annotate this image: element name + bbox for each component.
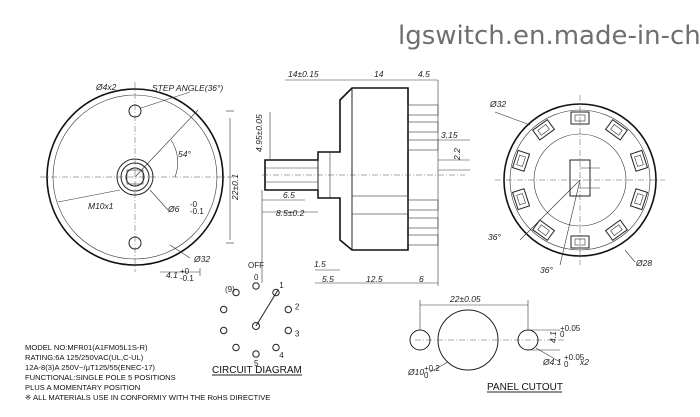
side-dim-j: 5.5 [322, 274, 334, 284]
panel-width-label: 22±0.05 [449, 294, 481, 304]
rear-dia-label: Ø32 [489, 99, 506, 109]
panel-center-tol-top: +0.2 [424, 364, 440, 373]
shaft-dia-label: Ø6 [167, 204, 180, 214]
side-dim-g: 6.5 [283, 190, 295, 200]
rear-terminal [511, 188, 531, 211]
spec-line: MODEL NO:MFR01(A1FM05L1S-R) [25, 343, 148, 352]
mount-holes-label: Ø4x2 [95, 82, 117, 92]
circuit-pin-label: 1 [279, 281, 284, 290]
rear-inner-dia-label: Ø28 [635, 258, 652, 268]
angle-label: 54° [178, 149, 191, 159]
offset-tol-top: +0 [180, 267, 190, 276]
spec-line: 12A-8(3)A 250V~/μT125/55(ENEC-17) [25, 363, 155, 372]
circuit-pin-label: 3 [295, 329, 300, 338]
thread-label: M10x1 [88, 201, 114, 211]
rear-terminal [604, 219, 628, 242]
panel-slot-label: 4.1 [548, 331, 558, 343]
panel-title: PANEL CUTOUT [487, 382, 563, 393]
front-shaft-outer [116, 158, 154, 196]
offset-label: 4.1 [166, 270, 178, 280]
circuit-pin [272, 343, 280, 352]
side-dim-a: 14±0.15 [288, 69, 319, 79]
front-view: Ø4x2 STEP ANGLE(36°) 54° M10x1 Ø6 -0 -0.… [40, 82, 240, 283]
panel-center-dia: Ø10 [407, 367, 424, 377]
side-view: 14±0.15 14 4.5 4.95±0.05 3.15 2.2 6.5 8.… [254, 69, 470, 286]
circuit-common-pin [252, 322, 260, 330]
side-dim-e: 3.15 [441, 130, 458, 140]
circuit-pin [220, 305, 228, 314]
side-dim-l: 6 [419, 274, 424, 284]
spec-line: FUNCTIONAL:SINGLE POLE 5 POSITIONS [25, 373, 176, 382]
shaft-tol-bottom: -0.1 [190, 207, 204, 216]
rear-terminal [629, 188, 649, 211]
watermark-text: lgswitch.en.made-in-china.com [398, 21, 700, 51]
side-dim-b: 14 [374, 69, 384, 79]
panel-cutout: 22±0.05 4.1 +0.05 0 Ø4.1 +0.05 0 x2 Ø10 … [407, 294, 589, 393]
step-angle-label: STEP ANGLE(36°) [152, 83, 223, 93]
rear-terminal [629, 149, 649, 172]
rear-terminal [570, 111, 590, 125]
spec-block: MODEL NO:MFR01(A1FM05L1S-R) RATING:6A 12… [25, 343, 270, 402]
circuit-pin [252, 282, 260, 290]
circuit-off-label: OFF [248, 261, 264, 270]
rear-angle-1: 36° [488, 232, 501, 242]
circuit-pin [232, 343, 240, 352]
rear-center-slot [569, 159, 591, 197]
side-dim-h: 8.5±0.2 [276, 208, 305, 218]
rear-terminal [532, 219, 556, 242]
circuit-pin [220, 326, 228, 335]
front-dia-label: Ø32 [193, 254, 210, 264]
spec-line: PLUS A MOMENTARY POSITION [25, 383, 140, 392]
circuit-pin [252, 350, 260, 358]
spec-line: RATING:6A 125/250VAC(UL,C-UL) [25, 353, 144, 362]
front-height-label: 22±0.1 [230, 174, 240, 201]
circuit-wiper [255, 289, 279, 327]
rear-terminal [511, 149, 531, 172]
panel-slot-tol-bottom: 0 [560, 330, 565, 339]
shaft-tol-top: -0 [190, 200, 198, 209]
side-dim-i: 1.5 [314, 259, 326, 269]
front-outer-circle [46, 88, 224, 266]
rear-terminal [604, 118, 628, 141]
mount-hole-top [128, 104, 142, 118]
rear-terminals [511, 111, 649, 249]
rear-angle-2: 36° [540, 265, 553, 275]
panel-hole-tol-bottom: 0 [564, 360, 569, 369]
panel-hole-dia: Ø4.1 [542, 357, 562, 367]
front-shaft-inner [125, 167, 145, 187]
rear-view: Ø32 36° 36° Ø28 [488, 95, 665, 275]
mount-hole-bottom [128, 236, 142, 250]
circuit-pin [284, 326, 292, 335]
side-dim-c: 4.5 [418, 69, 430, 79]
offset-tol-bottom: -0.1 [180, 274, 194, 283]
circuit-extra-label: (9) [225, 285, 235, 294]
panel-slot-tol-top: +0.05 [560, 324, 581, 333]
circuit-pin-label: 4 [279, 351, 284, 360]
panel-hole-count: x2 [579, 357, 589, 367]
spec-line: ※ ALL MATERIALS USE IN CONFORMIY WITH TH… [25, 393, 270, 402]
circuit-pin-label: 2 [295, 303, 300, 312]
circuit-pin-label: 0 [254, 273, 259, 282]
side-dim-f: 2.2 [452, 148, 462, 161]
side-body-outline [264, 87, 409, 251]
side-dim-k: 12.5 [366, 274, 383, 284]
panel-center-hole [437, 309, 499, 371]
rear-terminal [570, 235, 590, 249]
circuit-pin [284, 305, 292, 314]
circuit-pin [232, 288, 240, 297]
panel-hole-tol-top: +0.05 [564, 353, 585, 362]
side-dim-d: 4.95±0.05 [254, 114, 264, 152]
rear-terminal [532, 118, 556, 141]
circuit-title: CIRCUIT DIAGRAM [212, 365, 302, 376]
panel-center-tol-bottom: 0 [424, 371, 429, 380]
circuit-pin-label: 5 [254, 359, 259, 368]
circuit-pin [272, 288, 280, 297]
circuit-diagram: OFF 0 1 2 3 4 5 (9) CIRCUIT DIAGRAM [212, 261, 302, 376]
